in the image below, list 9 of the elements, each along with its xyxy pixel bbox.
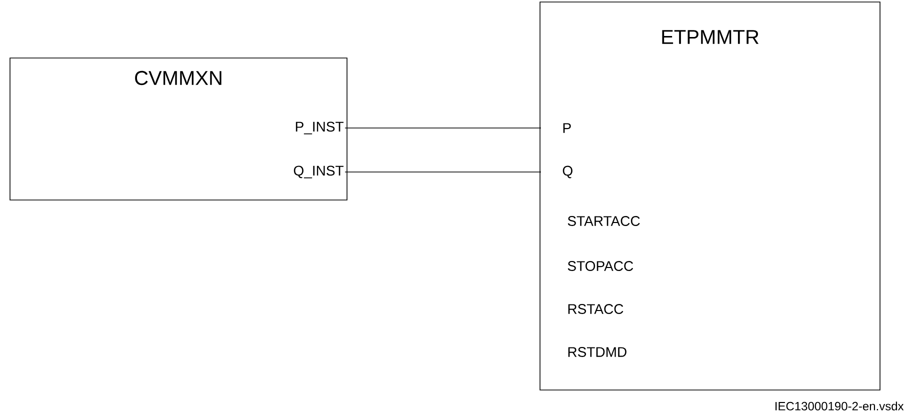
file-name: IEC13000190-2-en.vsdx: [776, 402, 904, 410]
port-label: STOPACC: [568, 261, 634, 271]
port-label: Q_INST: [294, 166, 344, 178]
port-label: STARTACC: [568, 216, 640, 226]
port-label: RSTACC: [568, 304, 624, 314]
port-label: RSTDMD: [568, 347, 626, 357]
port-label: P_INST: [296, 122, 344, 134]
port-label: P: [563, 123, 571, 133]
port-label: Q: [562, 166, 572, 178]
